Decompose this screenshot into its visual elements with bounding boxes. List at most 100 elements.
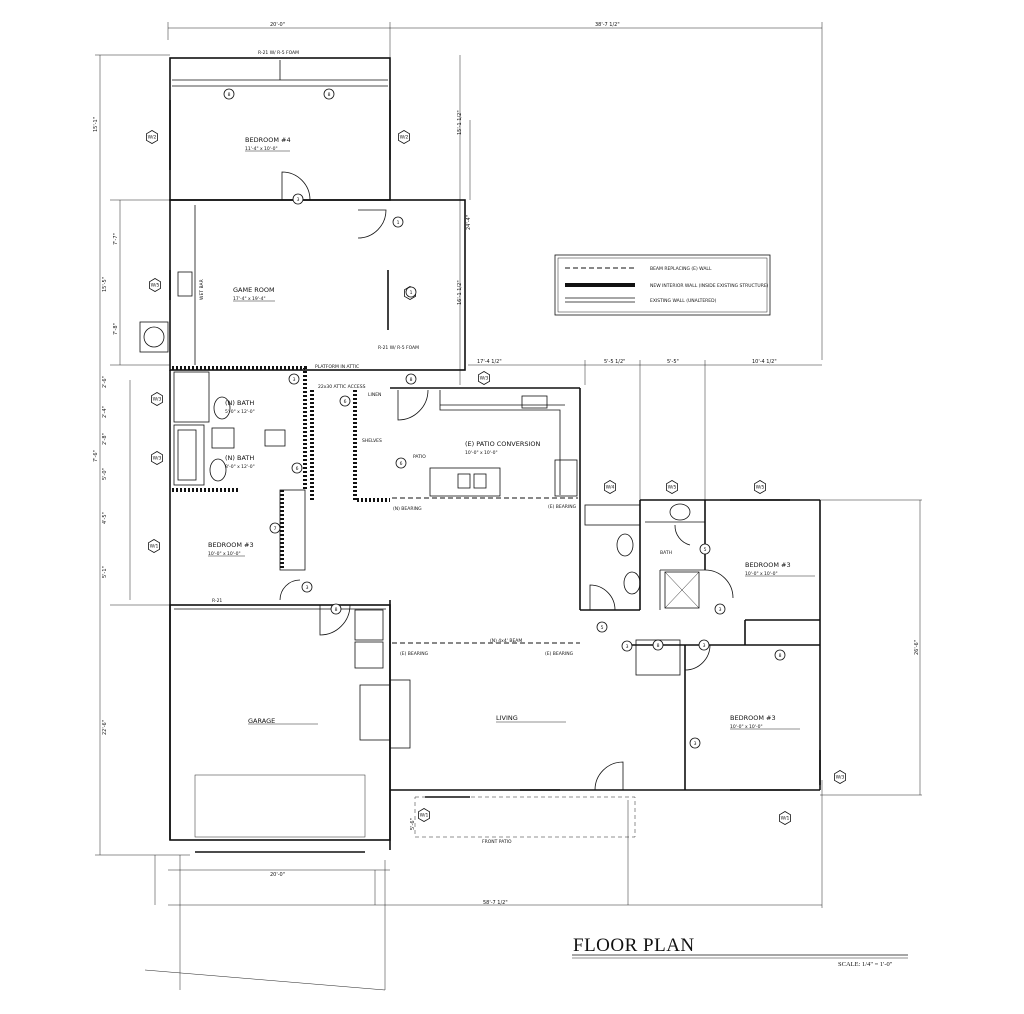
bath-right-label: BATH: [660, 550, 672, 556]
door-tag-label: 8: [328, 92, 331, 98]
patio-conversion-size: 10'-0" x 10'-0": [465, 450, 498, 456]
dim-551: 5'-5 1/2": [604, 359, 625, 365]
attic-label: 22x30 ATTIC ACCESS: [318, 384, 366, 390]
dim-v151: 15'-1": [93, 117, 99, 132]
door-tag-label: 6: [400, 461, 403, 467]
door-tag-marker: [405, 373, 417, 385]
window-tag-marker: [150, 451, 164, 465]
window-tag-label: W/2: [400, 135, 409, 141]
door-tag-marker: [714, 603, 726, 615]
dim-v77: 7'-7": [113, 233, 119, 245]
bath1-size: 5'-0" x 12'-0": [225, 409, 255, 415]
door-tag-marker: [292, 193, 304, 205]
bedroom3-left-label: BEDROOM #3: [208, 541, 254, 549]
door-tag-marker: [621, 640, 633, 652]
window-tag-label: W/5: [756, 485, 765, 491]
window-tag-label: W/3: [480, 376, 489, 382]
bath1-label: (N) BATH: [225, 399, 254, 407]
door-tag-label: 7: [274, 526, 277, 532]
legend-new-wall: NEW INTERIOR WALL (INSIDE EXISTING STRUC…: [650, 283, 769, 289]
beam-lines: [392, 497, 580, 644]
dim-v26: 2'-6": [102, 376, 108, 388]
bearing-n-note: (N) BEARING: [393, 506, 422, 512]
window-tag-label: W/2: [148, 135, 157, 141]
window-tag-marker: [145, 130, 159, 144]
door-tag-marker: [652, 639, 664, 651]
door-tag-marker: [269, 522, 281, 534]
foam-top-note: R-21 W/ R-5 FOAM: [258, 50, 299, 56]
dim-bottom-left: 20'-0": [270, 872, 285, 878]
bearing-e1-note: (E) BEARING: [548, 504, 577, 510]
beam-4x4-note: (N) 4x4' BEAM: [490, 638, 522, 644]
window-tag-marker: [417, 808, 431, 822]
door-tag-marker: [689, 737, 701, 749]
game-room-label: GAME ROOM: [233, 286, 275, 294]
window-tag-label: W/3: [153, 456, 162, 462]
door-tag-label: 5: [601, 625, 604, 631]
dim-v226: 22'-6": [102, 720, 108, 735]
door-tag-label: 1: [397, 220, 400, 226]
door-tag-label: 1: [410, 290, 413, 296]
window-tag-label: W/3: [153, 397, 162, 403]
bedroom4-label: BEDROOM #4: [245, 136, 291, 144]
dim-v1512: 15'-1 1/2": [457, 110, 463, 135]
door-tag-marker: [323, 88, 335, 100]
door-tag-marker: [405, 286, 417, 298]
title-block: FLOOR PLAN SCALE: 1/4" = 1'-0": [572, 935, 908, 968]
dim-1741: 17'-4 1/2": [477, 359, 502, 365]
new-interior-walls: [172, 366, 390, 570]
door-tag-label: 5: [704, 547, 707, 553]
window-tag-marker: [604, 480, 616, 494]
legend-box: BEAM REPLACING (E) WALL NEW INTERIOR WAL…: [554, 254, 771, 316]
bearing-e2-note: (E) BEARING: [400, 651, 429, 657]
dim-v50: 5'-0": [102, 468, 108, 480]
dim-v78: 7'-8": [113, 323, 119, 335]
foam-mid-note: R-21 W/ R-5 FOAM: [378, 345, 419, 351]
door-tag-label: 8: [779, 653, 782, 659]
bedroom3-lower-label: BEDROOM #3: [730, 714, 776, 722]
window-tag-label: W/5: [151, 283, 160, 289]
door-tag-label: 3: [626, 644, 629, 650]
bedroom4-size: 11'-4" x 10'-0": [245, 146, 278, 152]
dim-v244: 24'-4": [466, 215, 472, 230]
dim-1041: 10'-4 1/2": [752, 359, 777, 365]
window-tag-label: W/1: [420, 813, 429, 819]
dim-v266: 26'-6": [914, 640, 920, 655]
door-tag-label: 3: [293, 377, 296, 383]
dim-bottom-total: 58'-7 1/2": [483, 900, 508, 906]
bath2-size: 8'-0" x 12'-0": [225, 464, 255, 470]
door-tag-marker: [596, 621, 608, 633]
front-patio-label: FRONT PATIO: [482, 839, 512, 845]
door-tag-label: 3: [719, 607, 722, 613]
dim-v28: 2'-8": [102, 433, 108, 445]
windows: [169, 100, 821, 798]
game-room-size: 17'-4" x 19'-4": [233, 296, 266, 302]
dim-v45: 4'-5": [102, 512, 108, 524]
dim-v24: 2'-4": [102, 406, 108, 418]
window-tag-marker: [666, 480, 678, 494]
patio-conversion-label: (E) PATIO CONVERSION: [465, 440, 541, 448]
window-tag-marker: [397, 130, 411, 144]
bath-fixtures: [173, 371, 691, 595]
platform-label: PLATFORM IN ATTIC: [315, 364, 359, 370]
door-tag-label: 3: [703, 643, 706, 649]
window-tag-label: W/1: [150, 544, 159, 550]
door-tag-label: 8: [657, 643, 660, 649]
window-tag-label: W/5: [668, 485, 677, 491]
notes: R-21 W/ R-5 FOAM R-21 W/ R-5 FOAM R-21 (…: [212, 50, 577, 657]
wet-bar-label: WET BAR: [199, 279, 205, 300]
door-tag-label: 3: [306, 585, 309, 591]
dim-v51: 5'-1": [102, 566, 108, 578]
door-tag-label: 8: [335, 607, 338, 613]
door-tag-marker: [698, 639, 710, 651]
window-tag-marker: [148, 278, 162, 292]
window-tag-marker: [150, 392, 164, 406]
door-tag-label: 6: [344, 399, 347, 405]
dim-55: 5'-5": [667, 359, 679, 365]
window-tag-marker: [477, 371, 491, 385]
legend-beam: BEAM REPLACING (E) WALL: [650, 266, 712, 272]
door-tag-marker: [699, 543, 711, 555]
window-tag-marker: [779, 811, 791, 825]
bath2-label: (N) BATH: [225, 454, 254, 462]
